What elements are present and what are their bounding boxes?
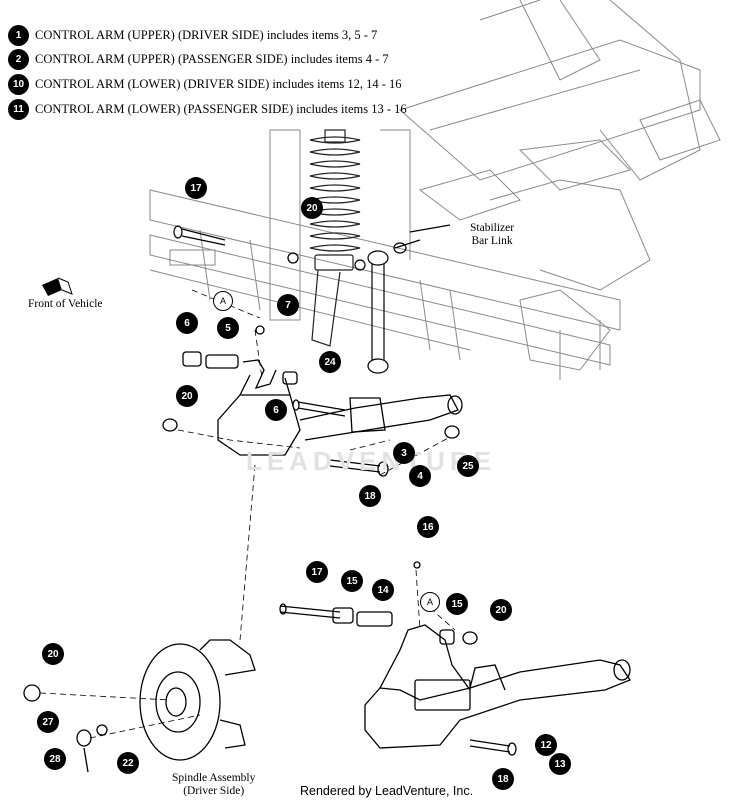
callout-18: 18 [359, 485, 381, 507]
stabilizer-label-line1: Stabilizer [470, 222, 515, 234]
spindle-label-line2: (Driver Side) [183, 785, 245, 797]
callout-13: 13 [549, 753, 571, 775]
reference-a-marker: A [420, 592, 440, 612]
spindle-label-line1: Spindle Assembly [172, 772, 256, 784]
callout-22: 22 [117, 752, 139, 774]
legend-row: 1 CONTROL ARM (UPPER) (DRIVER SIDE) incl… [8, 24, 377, 46]
legend-badge: 2 [8, 48, 29, 70]
callout-20: 20 [490, 599, 512, 621]
assembly-guide-lines [39, 289, 456, 739]
callout-14: 14 [372, 579, 394, 601]
legend-text: CONTROL ARM (UPPER) (PASSENGER SIDE) inc… [35, 51, 389, 66]
callout-24: 24 [319, 351, 341, 373]
callout-15: 15 [446, 593, 468, 615]
callout-12: 12 [535, 734, 557, 756]
callout-20: 20 [42, 643, 64, 665]
callout-28: 28 [44, 748, 66, 770]
stabilizer-bar-link [354, 224, 451, 374]
callout-17: 17 [306, 561, 328, 583]
upper-control-arm [162, 252, 463, 477]
legend-badge: 1 [8, 24, 29, 46]
upper-bolt [173, 225, 226, 246]
callout-6: 6 [176, 312, 198, 334]
frame-background [149, 0, 721, 380]
reference-a-marker: A [213, 291, 233, 311]
legend-badge: 11 [8, 98, 29, 120]
spindle-assembly [23, 639, 256, 773]
callout-6: 6 [265, 399, 287, 421]
legend-badge: 10 [8, 73, 29, 95]
callout-25: 25 [457, 455, 479, 477]
stabilizer-label: Stabilizer Bar Link [470, 222, 514, 248]
stabilizer-label-line2: Bar Link [471, 235, 513, 247]
legend-row: 2 CONTROL ARM (UPPER) (PASSENGER SIDE) i… [8, 48, 389, 70]
callout-7: 7 [277, 294, 299, 316]
legend-row: 11 CONTROL ARM (LOWER) (PASSENGER SIDE) … [8, 98, 407, 120]
legend-text: CONTROL ARM (LOWER) (PASSENGER SIDE) inc… [35, 101, 407, 116]
lower-control-arm [279, 561, 631, 756]
legend-text: CONTROL ARM (LOWER) (DRIVER SIDE) includ… [35, 76, 402, 91]
render-credit: Rendered by LeadVenture, Inc. [300, 784, 474, 798]
legend-text: CONTROL ARM (UPPER) (DRIVER SIDE) includ… [35, 27, 378, 42]
callout-5: 5 [217, 317, 239, 339]
callout-18: 18 [492, 768, 514, 790]
coil-over-shock [309, 129, 361, 347]
watermark: LEADVENTURE [246, 446, 497, 476]
callout-20: 20 [301, 197, 323, 219]
front-of-vehicle-label: Front of Vehicle [28, 298, 103, 310]
callout-15: 15 [341, 570, 363, 592]
callout-17: 17 [185, 177, 207, 199]
callout-16: 16 [417, 516, 439, 538]
callout-27: 27 [37, 711, 59, 733]
callout-4: 4 [409, 465, 431, 487]
spindle-label: Spindle Assembly (Driver Side) [172, 772, 255, 798]
callout-20: 20 [176, 385, 198, 407]
front-of-vehicle-arrow [42, 277, 73, 296]
legend-row: 10 CONTROL ARM (LOWER) (DRIVER SIDE) inc… [8, 73, 402, 95]
callout-3: 3 [393, 442, 415, 464]
